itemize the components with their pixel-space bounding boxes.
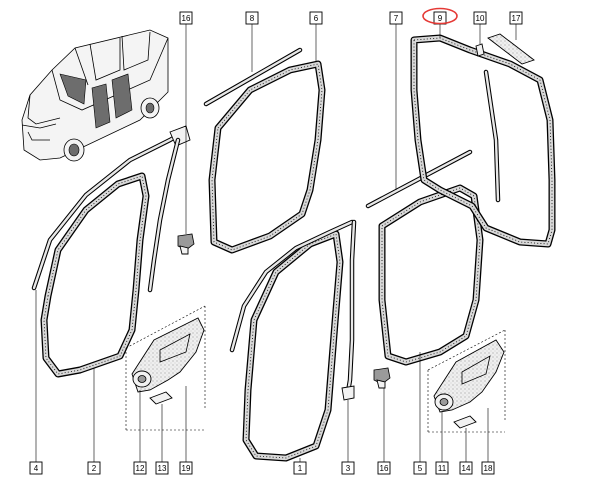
callout-8: 8 <box>245 11 259 25</box>
callout-label: 9 <box>438 14 443 23</box>
callout-label: 1 <box>298 464 303 473</box>
part-16-clip-top <box>177 233 195 255</box>
callout-label: 19 <box>182 464 191 473</box>
part-9-sliding-door-seal <box>410 34 556 248</box>
part-3-pillar-seal <box>341 219 357 401</box>
callout-1: 1 <box>293 461 307 475</box>
callout-13: 13 <box>155 461 169 475</box>
part-5-window-channel <box>229 219 355 353</box>
part-5-door-seal-right <box>378 184 484 366</box>
callout-2: 2 <box>87 461 101 475</box>
highlight-ring <box>422 7 458 25</box>
callout-label: 3 <box>346 464 351 473</box>
part-11-door-trim-right <box>427 329 506 433</box>
callout-3: 3 <box>341 461 355 475</box>
callout-label: 18 <box>484 464 493 473</box>
callout-12: 12 <box>133 461 147 475</box>
part-6-door-seal <box>208 60 326 254</box>
callout-7: 7 <box>389 11 403 25</box>
callout-16-bottom: 16 <box>377 461 391 475</box>
callout-label: 4 <box>34 464 39 473</box>
callout-label: 8 <box>250 14 255 23</box>
part-7-strip <box>365 149 473 209</box>
callout-label: 11 <box>438 464 447 473</box>
callout-14: 14 <box>459 461 473 475</box>
part-1-door-seal <box>242 230 344 462</box>
part-4-window-channel <box>31 125 191 293</box>
callout-label: 13 <box>158 464 167 473</box>
callout-label: 16 <box>380 464 389 473</box>
callout-11: 11 <box>435 461 449 475</box>
part-10-clip <box>475 43 485 57</box>
callout-4: 4 <box>29 461 43 475</box>
callout-10: 10 <box>473 11 487 25</box>
callout-6: 6 <box>309 11 323 25</box>
callout-18: 18 <box>481 461 495 475</box>
part-2-front-door-seal <box>40 172 150 378</box>
callout-label: 17 <box>512 14 521 23</box>
callout-label: 7 <box>394 14 399 23</box>
part-12-door-trim-left <box>125 305 206 431</box>
callout-16-top: 16 <box>179 11 193 25</box>
callout-9: 9 <box>422 7 458 25</box>
part-16-clip-bottom <box>373 367 391 389</box>
callout-19: 19 <box>179 461 193 475</box>
callout-label: 12 <box>136 464 145 473</box>
callout-label: 14 <box>462 464 471 473</box>
callout-label: 6 <box>314 14 319 23</box>
van-illustration <box>21 29 169 162</box>
leader-lines <box>35 24 517 462</box>
callout-label: 2 <box>92 464 97 473</box>
callout-label: 10 <box>476 14 485 23</box>
part-17-strip <box>487 33 535 65</box>
callout-label: 16 <box>182 14 191 23</box>
callout-label: 5 <box>418 464 423 473</box>
callout-17: 17 <box>509 11 523 25</box>
callout-5: 5 <box>413 461 427 475</box>
part-8-strip <box>203 47 303 107</box>
